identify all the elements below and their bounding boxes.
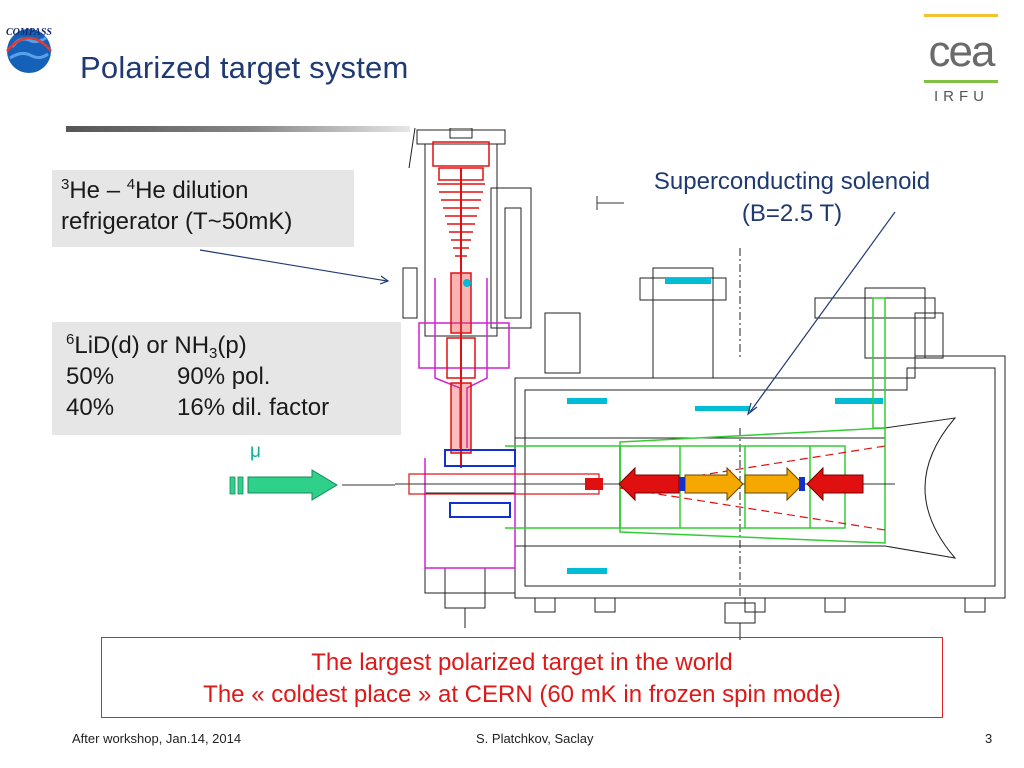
beam-pipe-end	[585, 478, 603, 490]
solenoid-cyan-parts	[567, 278, 883, 574]
cea-irfu-logo: cea IRFU	[918, 14, 1000, 108]
svg-text:cea: cea	[929, 27, 996, 76]
page-number: 3	[985, 731, 993, 746]
refrigerator-callout-line2: refrigerator (T~50mK)	[61, 208, 293, 235]
target-material-callout: 6LiD(d) or NH3(p) 50%90% pol. 40%16% dil…	[52, 322, 401, 435]
compass-logo: COMPASS	[6, 27, 52, 73]
target-holder	[444, 449, 516, 518]
muon-beam-arrow	[229, 469, 338, 501]
target-cells	[618, 466, 864, 502]
muon-beam-label: μ	[250, 441, 261, 462]
irfu-text: IRFU	[934, 88, 989, 105]
target-material-row-nh3: 40%16% dil. factor	[66, 394, 330, 421]
footer-author: S. Platchkov, Saclay	[476, 731, 594, 746]
footer-event: After workshop, Jan.14, 2014	[72, 731, 242, 746]
logo-bottom-bar	[924, 80, 998, 83]
target-cell-downstream	[806, 466, 864, 502]
logo-top-bar	[924, 14, 998, 17]
solenoid-label-line1: Superconducting solenoid	[653, 168, 931, 195]
title-underline	[66, 126, 410, 132]
refrigerator-callout-line1: 3He – 4He dilution	[61, 176, 249, 204]
refrigerator-pointer	[199, 249, 388, 282]
cea-wordmark: cea	[929, 27, 998, 76]
refrigerator-callout: 3He – 4He dilution refrigerator (T~50mK)	[52, 170, 354, 247]
refrigerator-internals	[432, 141, 490, 468]
highlight-line1: The largest polarized target in the worl…	[311, 649, 733, 676]
target-cell-middle-1	[684, 466, 744, 502]
highlight-box: The largest polarized target in the worl…	[101, 637, 943, 718]
target-material-row-lid: 50%90% pol.	[66, 363, 271, 390]
target-cell-middle-2	[744, 466, 804, 502]
target-cell-upstream	[618, 466, 680, 502]
slide-title: Polarized target system	[80, 50, 409, 85]
cyan-marker	[463, 279, 471, 287]
solenoid-label: Superconducting solenoid (B=2.5 T)	[624, 166, 960, 230]
highlight-line2: The « coldest place » at CERN (60 mK in …	[203, 681, 841, 708]
compass-logo-text: COMPASS	[6, 27, 52, 38]
solenoid-label-line2: (B=2.5 T)	[741, 200, 843, 227]
target-material-line1: 6LiD(d) or NH3(p)	[66, 331, 247, 362]
superconducting-solenoid	[505, 297, 886, 544]
polarized-target-drawing	[395, 128, 1006, 640]
